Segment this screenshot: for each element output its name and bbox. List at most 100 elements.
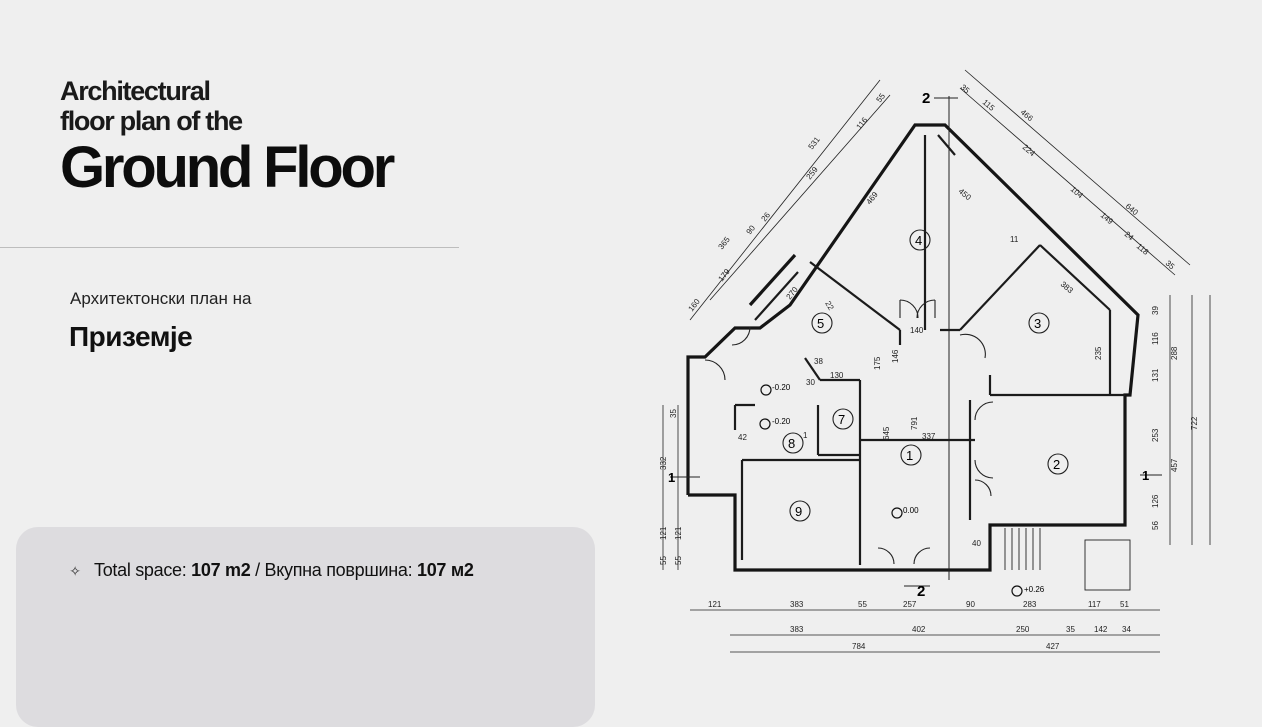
dim-text: 55 (858, 600, 867, 609)
dim-text: 175 (873, 356, 882, 370)
dim-text: 250 (1016, 625, 1030, 634)
dim-text: 130 (830, 371, 844, 380)
title-block: Architectural floor plan of the Ground F… (60, 76, 395, 200)
total-space-value-en: 107 m2 (191, 560, 251, 580)
dim-text: 140 (910, 326, 924, 335)
dim-text: 283 (1023, 600, 1037, 609)
dim-text: 121 (659, 526, 668, 540)
dim-text: 383 (1059, 280, 1075, 296)
dim-text: 257 (903, 600, 917, 609)
dim-text: 288 (1170, 346, 1179, 360)
dim-text: 11 (1010, 235, 1019, 244)
room-9: 9 (795, 504, 802, 519)
dim-text: 457 (1170, 458, 1179, 472)
dim-text: 146 (891, 349, 900, 363)
separator: / (250, 560, 265, 580)
dim-text: 402 (912, 625, 926, 634)
dim-text: 365 (716, 235, 732, 251)
divider (0, 247, 459, 248)
dim-text: 35 (669, 409, 678, 418)
total-space-value-mk: 107 м2 (417, 560, 474, 580)
section-marker-top: 2 (922, 90, 930, 107)
dim-text: 104 (1069, 185, 1085, 201)
dim-text: 259 (804, 165, 820, 181)
dim-text: 121 (708, 600, 722, 609)
room-8: 8 (788, 436, 795, 451)
title-line-1: Architectural (60, 76, 211, 106)
dim-text: 39 (1151, 306, 1160, 315)
page-title: Ground Floor (60, 135, 395, 200)
section-marker-left: 1 (668, 470, 675, 485)
section-marker-bottom: 2 (917, 583, 925, 600)
info-card: ✧Total space: 107 m2 / Вкупна површина: … (16, 527, 595, 727)
dim-text: 42 (738, 433, 747, 442)
level-4: +0.26 (1024, 585, 1045, 594)
walls (686, 123, 1140, 572)
dim-text: 784 (852, 642, 866, 651)
dim-text: 117 (1088, 600, 1101, 609)
dim-text: 142 (1094, 625, 1108, 634)
dim-text: 450 (957, 187, 973, 203)
dim-text: 531 (806, 135, 822, 151)
dim-text: 115 (981, 98, 997, 113)
room-markers (782, 229, 1069, 522)
total-space-label-en: Total space: (94, 560, 187, 580)
dim-text: 35 (1164, 259, 1177, 272)
dimension-lines (662, 69, 1211, 653)
top-right-dimensions: 35 115 466 224 104 149 24 118 640 35 (959, 83, 1177, 272)
dim-text: 235 (1094, 346, 1103, 360)
dim-text: 722 (1190, 416, 1199, 430)
right-dimensions: 39 116 288 131 253 457 722 126 56 (1151, 306, 1199, 530)
dim-text: 55 (659, 556, 668, 565)
section-line (670, 96, 1162, 587)
room-2: 2 (1053, 457, 1060, 472)
room-7: 7 (838, 412, 845, 427)
level-markers (759, 384, 1023, 597)
dim-text: 126 (1151, 494, 1160, 508)
level-1: -0.20 (772, 383, 791, 392)
dim-text: 56 (1151, 521, 1160, 530)
total-space-row: ✧Total space: 107 m2 / Вкупна површина: … (68, 560, 474, 581)
dim-text: 26 (759, 210, 772, 223)
title-line-2: floor plan of the (60, 106, 243, 136)
room-1: 1 (906, 448, 913, 463)
dim-text: 224 (1021, 143, 1037, 159)
section-marker-right: 1 (1142, 468, 1149, 483)
top-left-dimensions: 160 179 365 90 26 259 531 116 55 (686, 91, 887, 313)
dim-text: 149 (1099, 211, 1115, 227)
dim-text: 1 (803, 431, 808, 440)
dim-text: 270 (784, 285, 800, 301)
doors (704, 299, 994, 565)
dim-text: 30 (806, 378, 815, 387)
room-3: 3 (1034, 316, 1041, 331)
room-4: 4 (915, 233, 922, 248)
left-dimensions: 332 35 121 121 55 55 (659, 409, 683, 565)
dim-text: 332 (659, 456, 668, 470)
dim-text: 253 (1151, 428, 1160, 442)
dim-text: 51 (1120, 600, 1129, 609)
dim-text: 160 (686, 297, 702, 313)
dim-text: 22 (823, 300, 836, 313)
dim-text: 640 (1124, 202, 1140, 218)
dim-text: 791 (910, 416, 919, 430)
dim-text: 90 (966, 600, 975, 609)
dim-text: 35 (959, 83, 972, 96)
dim-text: 645 (882, 426, 891, 440)
title-mk: Приземје (69, 321, 193, 352)
dim-text: 116 (854, 115, 869, 131)
dim-text: 55 (674, 556, 683, 565)
floor-plan-drawing: 2 2 1 1 4 3 5 2 1 7 8 9 -0.20 -0.20 0.00… (659, 69, 1211, 653)
dim-text: 383 (790, 600, 804, 609)
dim-text: 131 (1151, 368, 1160, 382)
dim-text: 116 (1151, 332, 1160, 345)
subtitle-mk: Архитектонски план на (70, 289, 252, 308)
inner-walls (733, 134, 1125, 565)
dim-text: 383 (790, 625, 804, 634)
dim-text: 118 (1135, 242, 1151, 257)
room-5: 5 (817, 316, 824, 331)
dim-text: 427 (1046, 642, 1060, 651)
dim-text: 34 (1122, 625, 1131, 634)
dim-text: 337 (922, 432, 936, 441)
stairs (1004, 528, 1131, 591)
level-2: -0.20 (772, 417, 791, 426)
